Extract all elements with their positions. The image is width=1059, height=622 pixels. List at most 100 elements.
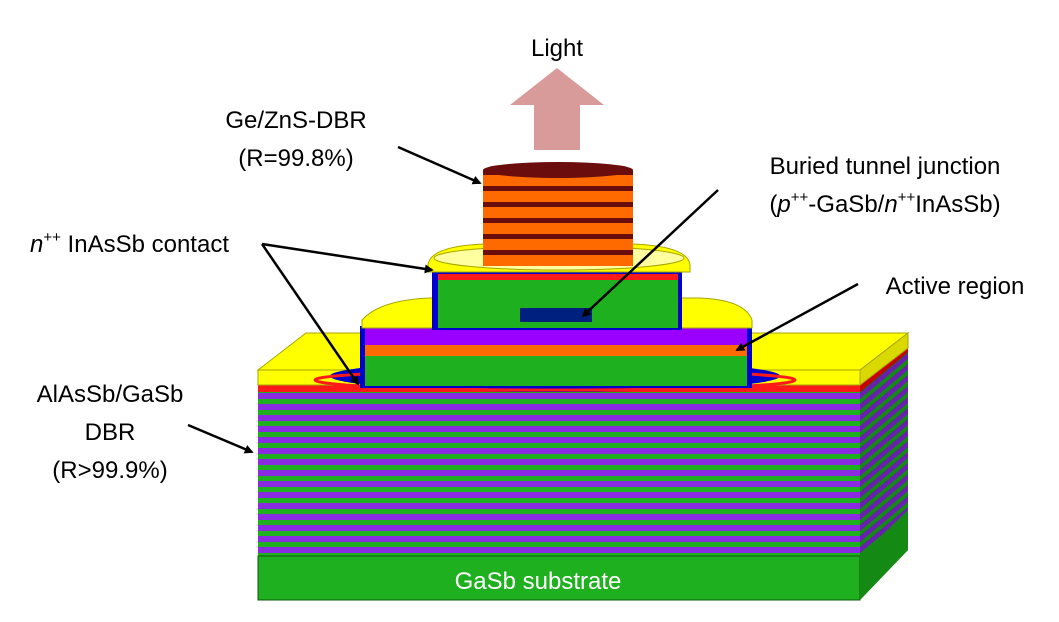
top-dbr-stripe (483, 207, 633, 218)
dbr-front-stripe (258, 476, 860, 481)
dbr-side-stripe (860, 425, 908, 470)
dbr-side-stripe (860, 441, 908, 487)
dbr-front-stripe (258, 470, 860, 476)
dbr-front-stripe (258, 399, 860, 404)
dbr-side-stripe (860, 364, 908, 410)
active-purple-layer (365, 326, 747, 345)
bottom-dbr-type: DBR (85, 419, 136, 446)
dbr-side-stripe (860, 463, 908, 509)
top-dbr-stripe (483, 255, 633, 266)
dbr-front-stripe (258, 454, 860, 459)
bottom-dbr-name: AlAsSb/GaSb (37, 381, 184, 408)
dbr-side-stripe (860, 430, 908, 476)
top-dbr-stripe (483, 234, 633, 239)
dbr-front-stripe (258, 492, 860, 498)
bottom-dbr-front-stripes (258, 393, 860, 558)
tunnel-junction-title: Buried tunnel junction (770, 153, 1001, 180)
buried-tunnel-junction (520, 308, 592, 322)
bottom-dbr-side-stripes (860, 353, 908, 558)
top-dbr-stripe (483, 175, 633, 186)
dbr-front-stripe (258, 415, 860, 421)
dbr-front-stripe (258, 448, 860, 454)
substrate-layer (257, 555, 861, 601)
arrow-top-dbr (397, 145, 482, 185)
dbr-front-stripe (258, 514, 860, 520)
arrow-active-region (735, 282, 859, 352)
active-region-label: Active region (886, 273, 1025, 300)
arrow-contact-lower (260, 243, 360, 386)
dbr-front-stripe (258, 432, 860, 437)
dbr-side-stripe (860, 414, 908, 459)
dbr-front-stripe (258, 410, 860, 415)
dbr-side-stripe (860, 485, 908, 531)
dbr-front-stripe (258, 421, 860, 426)
gold-side-strip (859, 331, 909, 387)
top-dbr-stripe (483, 186, 633, 191)
arrow-tunnel-junction (581, 189, 719, 318)
dbr-side-stripe (860, 392, 908, 437)
dbr-front-stripe (258, 437, 860, 443)
dbr-front-stripe (258, 547, 860, 553)
bottom-dbr-reflectivity: (R>99.9%) (52, 457, 167, 484)
top-dbr-cap (483, 162, 633, 178)
dbr-side-stripe (860, 375, 908, 421)
dbr-side-stripe (860, 408, 908, 454)
dbr-front-stripe (258, 404, 860, 410)
dbr-front-stripe (258, 459, 860, 465)
top-dbr-stripe (483, 223, 633, 234)
dbr-front-stripe (258, 525, 860, 531)
dbr-side-stripe (860, 480, 908, 525)
lower-mesa (360, 297, 753, 388)
top-dbr-stripe (483, 191, 633, 202)
dbr-front-stripe (258, 443, 860, 448)
bottom-dbr-block (257, 340, 908, 601)
dbr-side-stripe (860, 502, 908, 547)
dbr-front-stripe (258, 393, 860, 399)
light-label: Light (531, 35, 583, 62)
dbr-side-stripe (860, 397, 908, 443)
active-green-layer (365, 356, 747, 386)
top-dbr-stripe (483, 218, 633, 223)
dbr-front-stripe (258, 509, 860, 514)
dbr-front-stripe (258, 481, 860, 487)
top-dbr-stripe (483, 202, 633, 207)
lower-gold-shelf (361, 297, 441, 329)
dbr-side-stripe (860, 419, 908, 465)
labels: Light Ge/ZnS-DBR (R=99.8%) Buried tunnel… (30, 35, 1024, 595)
dbr-side-stripe (860, 436, 908, 481)
top-dbr-cylinder (483, 162, 633, 266)
dbr-side-stripe (860, 496, 908, 542)
substrate-label: GaSb substrate (455, 568, 622, 595)
dbr-side-stripe (860, 403, 908, 448)
top-dbr-stripe (483, 250, 633, 255)
arrow-bottom-dbr (187, 423, 254, 454)
dbr-side-stripe (860, 491, 908, 536)
dbr-front-stripe (258, 426, 860, 432)
top-dbr-name: Ge/ZnS-DBR (225, 107, 366, 134)
dbr-front-stripe (258, 536, 860, 542)
contact-label: n++ InAsSb contact (30, 229, 229, 258)
active-orange-layer (365, 345, 747, 356)
dbr-front-stripe (258, 542, 860, 547)
dbr-side-stripe (860, 381, 908, 426)
dbr-front-stripe (258, 520, 860, 525)
arrow-contact-upper (261, 242, 434, 274)
dbr-side-stripe (860, 370, 908, 415)
substrate-side (860, 510, 908, 600)
up-arrow-icon (510, 68, 604, 150)
dbr-side-stripe (860, 458, 908, 503)
tunnel-junction-formula: (p++-GaSb/n++InAsSb) (769, 189, 1000, 218)
top-dbr-reflectivity: (R=99.8%) (238, 145, 353, 172)
top-dbr-stripes (483, 170, 633, 266)
pointer-arrows (187, 145, 859, 454)
dbr-side-stripe (860, 507, 908, 553)
dbr-front-stripe (258, 531, 860, 536)
top-dbr-stripe (483, 239, 633, 250)
upper-red-line (438, 274, 678, 280)
dbr-side-stripe (860, 474, 908, 520)
lower-gold-shelf-right (679, 297, 753, 329)
dbr-side-stripe (860, 447, 908, 492)
dbr-side-stripe (860, 452, 908, 498)
dbr-side-stripe (860, 359, 908, 404)
